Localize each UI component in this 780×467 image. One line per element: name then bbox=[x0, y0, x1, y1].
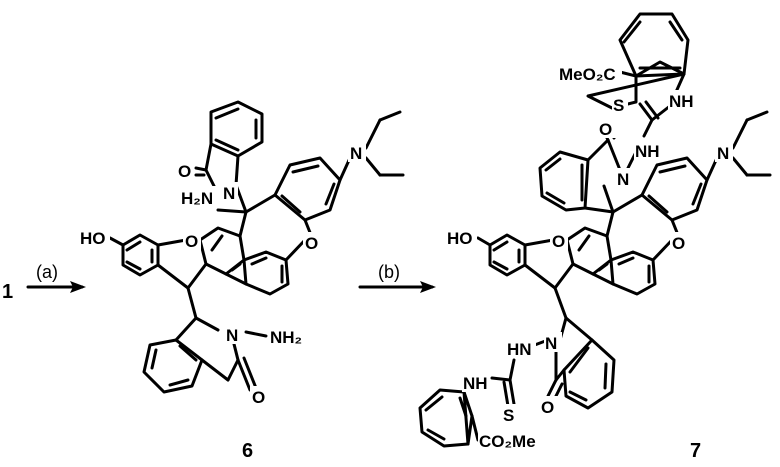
carbonyl-oxygen-bottom: O bbox=[541, 398, 554, 417]
carbonyl-oxygen-bottom: O bbox=[252, 388, 265, 407]
xanthene-oxygen-right: O bbox=[305, 234, 318, 253]
diethylamino-nitrogen: N bbox=[350, 144, 362, 163]
hydrazide-nitrogen-top: N bbox=[617, 170, 629, 189]
compound-7-bonds bbox=[418, 12, 772, 448]
condition-b: (b) bbox=[378, 262, 400, 282]
reactant-label: 1 bbox=[2, 281, 13, 303]
compound-7-label: 7 bbox=[690, 440, 701, 462]
arrow-b bbox=[358, 281, 436, 293]
compound-6-structure: HO O O N O H₂N N N NH₂ O bbox=[78, 100, 405, 407]
methyl-ester-top: MeO₂C bbox=[559, 65, 616, 84]
xanthene-oxygen-right: O bbox=[672, 234, 685, 253]
compound-6-atoms: HO O O N O H₂N N N NH₂ O bbox=[78, 142, 366, 407]
xanthene-oxygen-left: O bbox=[185, 232, 198, 251]
compound-6-label: 6 bbox=[242, 440, 253, 462]
hydrazide-hn-bottom: HN bbox=[507, 340, 532, 359]
hydrazide-nitrogen-bottom: N bbox=[226, 326, 238, 345]
amino-group-top: H₂N bbox=[181, 189, 213, 208]
thiocarbonyl-sulfur-top: S bbox=[613, 96, 624, 115]
compound-7-atoms: HO O O N MeO₂C S NH O NH N HN N bbox=[445, 62, 733, 452]
carbonyl-oxygen-top: O bbox=[178, 162, 191, 181]
thiourea-nh-bottom: NH bbox=[463, 374, 488, 393]
hydrazide-nitrogen-top: N bbox=[223, 184, 235, 203]
methyl-ester-bottom: CO₂Me bbox=[479, 432, 536, 451]
thiocarbonyl-sulfur-bottom: S bbox=[503, 406, 514, 425]
condition-a: (a) bbox=[36, 262, 58, 282]
thiourea-nh-top: NH bbox=[669, 92, 694, 111]
xanthene-oxygen-left: O bbox=[552, 232, 565, 251]
compound-7-structure: HO O O N MeO₂C S NH O NH N HN N bbox=[418, 12, 772, 452]
hydroxyl-label: HO bbox=[447, 229, 473, 248]
arrow-a bbox=[26, 281, 86, 293]
carbonyl-oxygen-top: O bbox=[599, 120, 612, 139]
hydrazide-nitrogen-bottom: N bbox=[545, 334, 557, 353]
diethylamino-nitrogen: N bbox=[717, 144, 729, 163]
hydroxyl-label: HO bbox=[80, 229, 106, 248]
compound-6-bonds bbox=[108, 100, 405, 394]
amino-group-bottom: NH₂ bbox=[270, 328, 302, 347]
hydrazide-nh-top: NH bbox=[635, 142, 660, 161]
